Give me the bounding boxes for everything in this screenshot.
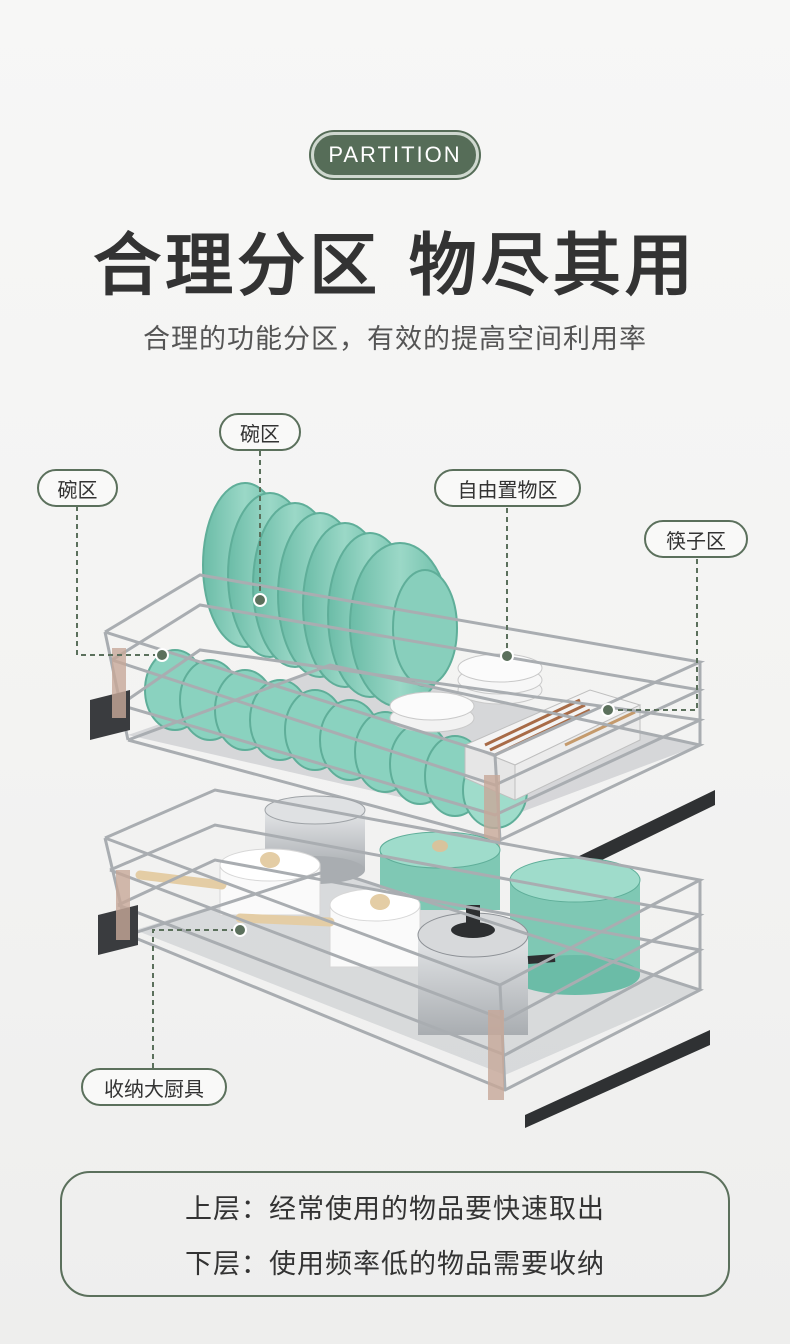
lower-wire-frame: [103, 788, 705, 1092]
partition-badge: PARTITION: [311, 132, 479, 178]
lower-layer-note: 下层：使用频率低的物品需要收纳: [185, 1249, 605, 1280]
label-bowl-zone-top: 碗区: [219, 413, 301, 451]
label-free-zone: 自由置物区: [434, 469, 581, 507]
callout-dots: [155, 593, 615, 937]
upper-layer-note: 上层：经常使用的物品要快速取出: [185, 1194, 605, 1225]
lower-basket: [98, 788, 710, 1128]
callout-lines: [76, 451, 698, 1068]
label-bowl-zone-left: 碗区: [37, 469, 118, 507]
white-saucepan-1: [135, 848, 321, 916]
usage-note-box: 上层：经常使用的物品要快速取出 下层：使用频率低的物品需要收纳: [60, 1171, 730, 1297]
label-cookware-zone: 收纳大厨具: [81, 1068, 227, 1106]
upper-basket: [90, 482, 715, 895]
page-title: 合理分区 物尽其用: [93, 227, 697, 306]
small-dishes: [389, 653, 543, 733]
bowls: [144, 649, 528, 829]
label-chopstick-zone: 筷子区: [644, 520, 748, 558]
lower-rail: [525, 1030, 710, 1128]
page-subtitle: 合理的功能分区，有效的提高空间利用率: [143, 324, 647, 355]
